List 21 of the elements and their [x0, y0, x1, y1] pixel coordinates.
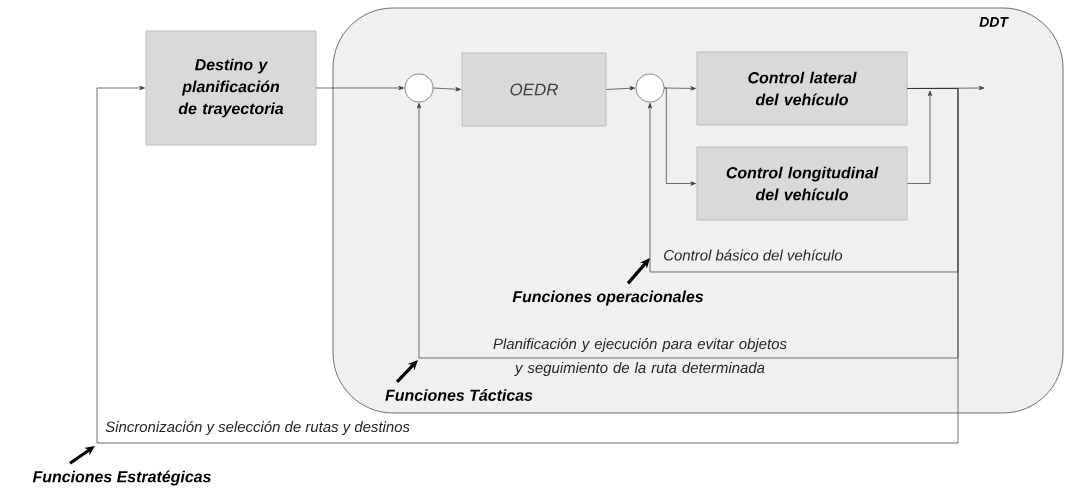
arrow [316, 85, 405, 91]
edge-label: Planificación y ejecución para evitar objetos y seguimiento de la ruta determinada [493, 338, 787, 376]
callout-text: Funciones Estratégicas [32, 470, 211, 486]
edge-label: Control básico del vehículo [664, 249, 843, 261]
arrow [606, 86, 635, 91]
leader-arrow [395, 360, 418, 383]
arrow [907, 90, 933, 184]
process-box: Control longitudinal del vehículo [696, 146, 908, 221]
arrow [663, 87, 696, 186]
process-box: Control lateral del vehículo [696, 51, 908, 126]
callout-text: Funciones operacionales [512, 290, 704, 306]
arrow [432, 87, 461, 92]
edge-label: Sincronización y selección de rutas y destinos [105, 420, 410, 436]
arrow [96, 85, 959, 444]
leader-arrow [69, 446, 95, 465]
callout-text: Funciones Tácticas [385, 389, 533, 401]
leader-arrow [626, 258, 650, 285]
process-box: Destino y planificación de trayectoria [145, 30, 317, 146]
process-box: OEDR [461, 52, 607, 127]
summing-junction [404, 73, 434, 103]
summing-junction [635, 73, 665, 103]
